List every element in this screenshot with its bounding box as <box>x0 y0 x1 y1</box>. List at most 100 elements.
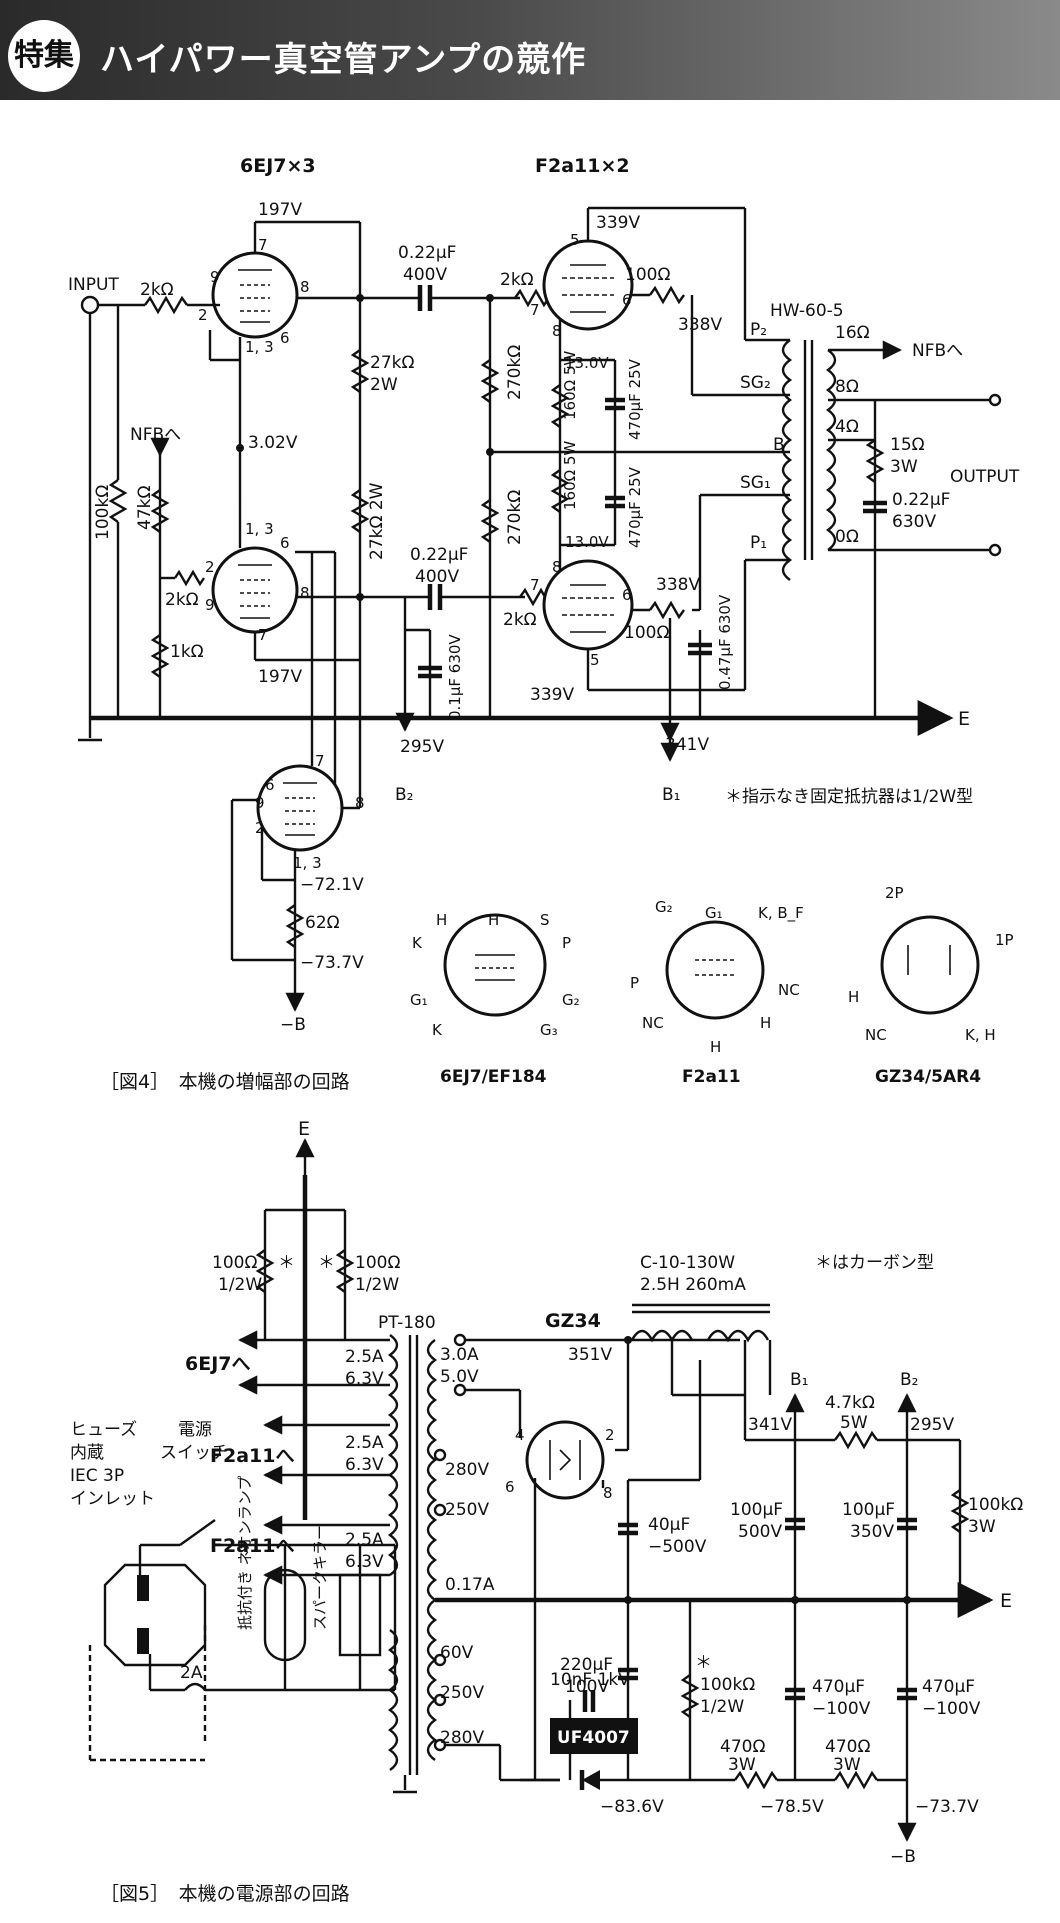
h2a-label: 2.5A <box>345 1433 384 1453</box>
cap-022-a-label: 0.22μF <box>398 243 456 263</box>
b1-label: B₁ <box>662 785 680 805</box>
r-160-a-label: 160Ω 5W <box>561 351 579 420</box>
gz34-pin4: 4 <box>515 1426 525 1444</box>
figure-4-amplifier: 6EJ7×3 F2a11×2 E INPUT 2kΩ 100kΩ <box>68 155 1020 1093</box>
tap-0-label: 0Ω <box>835 527 859 547</box>
v2-pin13: 1, 3 <box>245 520 274 538</box>
c100av-label: 500V <box>738 1522 782 1542</box>
fig5-v341-label: 341V <box>748 1415 792 1435</box>
switch-label-1: 電源 <box>178 1420 212 1440</box>
h3a-label: 2.5A <box>345 1530 384 1550</box>
r-2k-g1-label: 2kΩ <box>500 270 534 290</box>
v4-pin6: 6 <box>622 291 632 309</box>
r-100-r-label: 100Ω <box>355 1253 400 1273</box>
nfb-out-label: NFBへ <box>912 341 963 361</box>
tube-v4-f2a11 <box>542 239 634 331</box>
fig5-e-right: E <box>1000 1590 1012 1612</box>
chassis-ground-symbol <box>78 718 102 742</box>
r-270k-b <box>480 499 500 543</box>
fig4-right-title: F2a11×2 <box>535 155 630 177</box>
figure-5-power-supply: E 100Ω 1/2W ＊ 100Ω 1/2W ＊ 6EJ7へ 2.5A 6.3… <box>70 1118 1023 1905</box>
power-transformer <box>387 1334 438 1775</box>
v5-pin6: 6 <box>622 586 632 604</box>
h2b-label: 6.3V <box>345 1455 384 1475</box>
r-100-a <box>649 285 685 305</box>
r-100k-a-label: 100kΩ <box>968 1495 1023 1515</box>
base-f2a11-name: F2a11 <box>682 1067 741 1087</box>
nfb-in-label: NFBへ <box>130 425 181 445</box>
base-6ej7-pin-g3: G₃ <box>540 1021 558 1039</box>
t60-label: 60V <box>440 1643 474 1663</box>
output-transformer <box>781 339 837 581</box>
r-27k-a2-label: 2W <box>370 375 398 395</box>
fig5-minus-b: −B <box>890 1847 916 1867</box>
article-title: ハイパワー真空管アンプの競作 <box>100 40 587 80</box>
r-270k-a <box>480 359 500 403</box>
r-470bw-label: 3W <box>833 1755 861 1775</box>
r-47k-label: 47kΩ <box>135 486 155 530</box>
c100bv-label: 350V <box>850 1522 894 1542</box>
base-6ej7: H S P G₂ G₃ K G₁ K H 6EJ7/EF184 <box>410 911 580 1087</box>
base-gz34-pin-1p: 1P <box>995 931 1014 949</box>
r-100-b <box>649 600 685 620</box>
to-f2a11-a-label: F2a11へ <box>210 1445 294 1467</box>
switch-label-2: スイッチ <box>160 1443 228 1463</box>
fig5-e-top: E <box>298 1118 310 1140</box>
v2-plate-voltage: 197V <box>258 667 302 687</box>
c40-label: 40μF <box>648 1515 690 1535</box>
r-100-l-label: 100Ω <box>212 1253 257 1273</box>
c470a-label: 470μF <box>812 1677 865 1697</box>
fig5-caption: ［図5］ 本機の電源部の回路 <box>100 1883 350 1905</box>
v721-label: −72.1V <box>300 875 364 895</box>
cathode-voltage: 3.02V <box>248 433 298 453</box>
base-f2a11-pin-g2: G₂ <box>655 898 673 916</box>
fig5-b2-label: B₂ <box>900 1370 918 1390</box>
v339a-label: 339V <box>596 213 640 233</box>
gz34-pin2: 2 <box>605 1426 615 1444</box>
r-27k-a-label: 27kΩ <box>370 353 414 373</box>
v1-pin9: 9 <box>210 268 220 286</box>
header-banner: 特集 ハイパワー真空管アンプの競作 <box>0 0 1060 100</box>
base-gz34-pin-kh: K, H <box>965 1026 996 1044</box>
r-12w-l-label: 1/2W <box>218 1275 262 1295</box>
tap-4-label: 4Ω <box>835 417 859 437</box>
gz34-pin8: 8 <box>603 1484 613 1502</box>
to-6ej7-label: 6EJ7へ <box>185 1353 251 1375</box>
sg1-label: SG₁ <box>740 473 771 493</box>
t280a-label: 280V <box>445 1460 489 1480</box>
fig5-v295-label: 295V <box>910 1415 954 1435</box>
r-27k-b-label: 27kΩ 2W <box>367 482 387 560</box>
v3-pin6: 6 <box>265 776 275 794</box>
v2-pin7: 7 <box>258 626 268 644</box>
v3-pin2: 2 <box>255 819 265 837</box>
star-l: ＊ <box>278 1253 295 1273</box>
r-47k-label: 4.7kΩ <box>825 1393 875 1413</box>
resistor-note: ＊指示なき固定抵抗器は1/2W型 <box>725 787 973 807</box>
v295-label: 295V <box>400 737 444 757</box>
r-100-heater-l <box>255 1249 275 1293</box>
v13a-label: 13.0V <box>565 354 609 372</box>
iec-inlet <box>103 1563 207 1667</box>
sg2-label: SG₂ <box>740 373 771 393</box>
t017-label: 0.17A <box>445 1575 495 1595</box>
c100a-label: 100μF <box>730 1500 783 1520</box>
r-470-a <box>734 1770 778 1790</box>
v737-label: −73.7V <box>300 953 364 973</box>
h3b-label: 6.3V <box>345 1552 384 1572</box>
v5-pin5: 5 <box>590 651 600 669</box>
r-47k-5w <box>834 1430 878 1450</box>
v1-pin2: 2 <box>198 306 208 324</box>
r-100-a-label: 100Ω <box>625 265 670 285</box>
choke-spec: 2.5H 260mA <box>640 1275 746 1295</box>
base-f2a11-pin-h: H <box>760 1014 771 1032</box>
r-470-b <box>834 1770 878 1790</box>
fuse-label-3: IEC 3P <box>70 1466 124 1486</box>
r-160-a <box>550 384 570 428</box>
v3-pin13: 1, 3 <box>293 854 322 872</box>
v338a-label: 338V <box>678 315 722 335</box>
t250a-label: 250V <box>445 1500 489 1520</box>
input-resistor <box>144 295 188 315</box>
v836-label: −83.6V <box>600 1797 664 1817</box>
r-100k-b-label: 100kΩ <box>700 1675 755 1695</box>
